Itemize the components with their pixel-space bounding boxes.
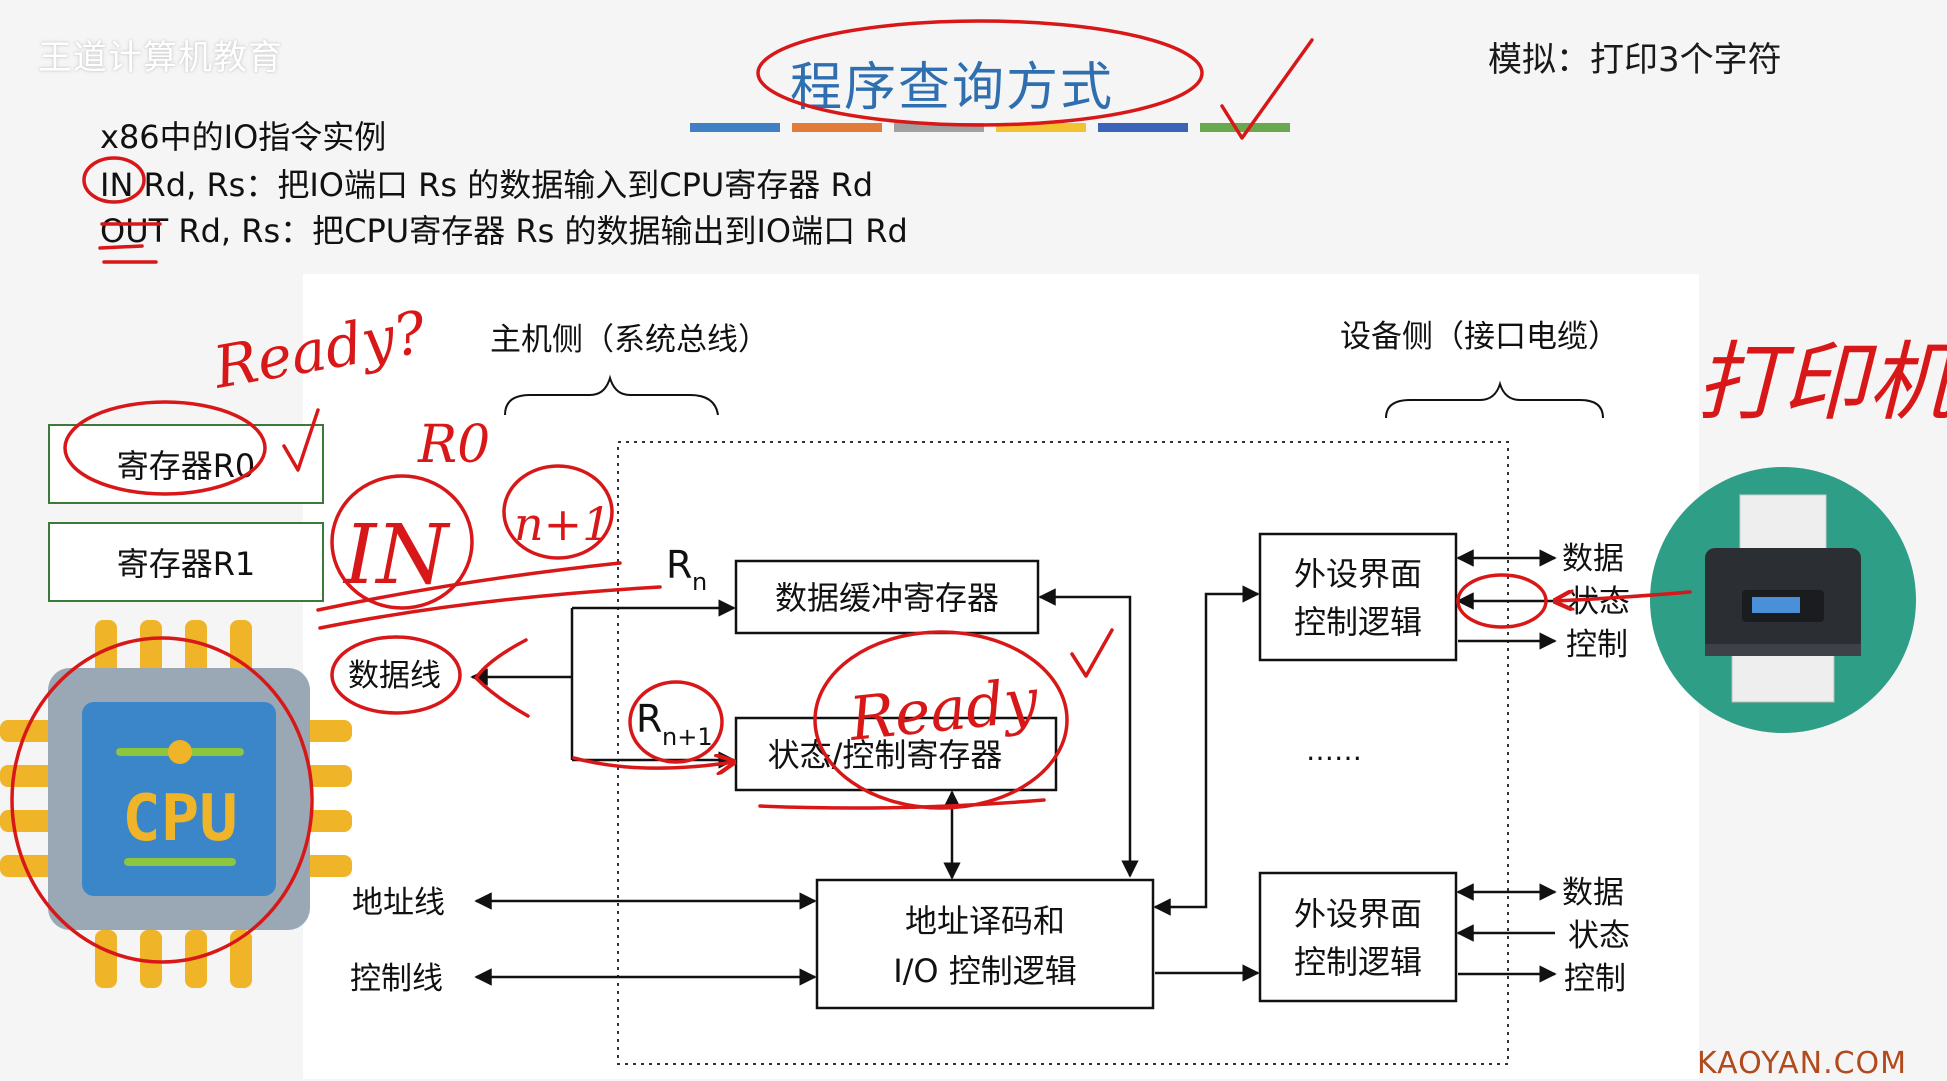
host-side-brace [504, 374, 719, 416]
address-decode-label-1: 地址译码和 [905, 902, 1065, 940]
control-bus-label: 控制线 [350, 961, 443, 997]
status-signal-circle [1456, 573, 1548, 629]
signal-control-1: 控制 [1566, 627, 1628, 663]
site-mark: KAOYAN.COM [1697, 1046, 1908, 1081]
device-wiring [1456, 549, 1557, 983]
ready-question-note: Ready? [208, 298, 432, 402]
more-devices-ellipsis: …… [1306, 734, 1362, 767]
address-decode-logic: 地址译码和 I/O 控制逻辑 [815, 878, 1155, 1010]
title-circle [756, 19, 1204, 127]
r0-note: R0 [417, 415, 490, 475]
data-bus-arrow [474, 638, 530, 718]
device-interface-1-label-2: 控制逻辑 [1294, 603, 1422, 641]
n1-note-circle [502, 464, 614, 560]
io-example-out: OUT Rd, Rs：把CPU寄存器 Rs 的数据输出到IO端口 Rd [100, 212, 908, 250]
register-r0: 寄存器R0 [48, 424, 324, 504]
n1-note: n+1 [514, 497, 611, 551]
io-example-heading: x86中的IO指令实例 [100, 118, 387, 156]
signal-data-1: 数据 [1562, 541, 1624, 577]
io-example-in: IN Rd, Rs：把IO端口 Rs 的数据输入到CPU寄存器 Rd [100, 166, 874, 204]
cpu-chip: CPU [0, 620, 352, 988]
status-underline [758, 798, 1046, 810]
cpu-label: CPU [122, 782, 238, 856]
signal-status-2: 状态 [1568, 918, 1630, 954]
device-interface-logic-1: 外设界面 控制逻辑 [1258, 532, 1458, 662]
svg-text:n+1: n+1 [662, 723, 713, 751]
register-r1: 寄存器R1 [48, 522, 324, 602]
out-underline [98, 222, 162, 264]
host-wiring [470, 585, 1260, 986]
cpu-circle [10, 636, 314, 964]
in-circle [82, 156, 146, 204]
status-control-register: 状态/控制寄存器 [734, 716, 1058, 792]
address-bus-label: 地址线 [352, 885, 445, 921]
status-control-register-label: 状态/控制寄存器 [768, 736, 1003, 774]
device-side-label: 设备侧（接口电缆） [1340, 319, 1619, 355]
device-interface-1-label-1: 外设界面 [1294, 555, 1422, 593]
device-interface-2-label-2: 控制逻辑 [1294, 943, 1422, 981]
data-buffer-register: 数据缓冲寄存器 [734, 559, 1040, 635]
watermark-text: 王道计算机教育 [38, 38, 283, 78]
printer-note: 打印机 [1696, 333, 1947, 433]
status-signal-arrow [1555, 592, 1692, 601]
rn1-to-status-arrow [572, 758, 734, 768]
svg-text:R: R [666, 543, 692, 587]
port-rn1-label: R n+1 [636, 697, 713, 751]
device-side-brace [1385, 380, 1604, 419]
signal-data-2: 数据 [1562, 875, 1624, 911]
device-interface-logic-2: 外设界面 控制逻辑 [1258, 871, 1458, 1003]
data-buffer-register-label: 数据缓冲寄存器 [775, 579, 999, 617]
signal-control-2: 控制 [1564, 961, 1626, 997]
rn1-circle [628, 680, 724, 764]
data-bus-circle [330, 635, 462, 715]
top-right-note: 模拟：打印3个字符 [1488, 40, 1782, 80]
status-check-mark [1070, 628, 1114, 678]
svg-text:R: R [636, 697, 662, 741]
r0-circle [63, 400, 267, 496]
r0-check-mark [282, 408, 320, 472]
host-side-label: 主机侧（系统总线） [490, 322, 769, 358]
svg-text:n: n [692, 568, 707, 596]
printer-icon [1650, 467, 1916, 733]
title-color-bar [690, 123, 1290, 132]
interface-boundary [617, 441, 1509, 1065]
device-interface-2-label-1: 外设界面 [1294, 895, 1422, 933]
address-decode-label-2: I/O 控制逻辑 [893, 952, 1077, 990]
handwritten-annotations: Ready? R0 IN n+1 Ready 打印机 [10, 19, 1947, 964]
signal-status-1: 状态 [1568, 584, 1630, 620]
port-rn-label: R n [666, 543, 707, 596]
title-check-mark [1220, 38, 1314, 140]
in-note-circle [330, 474, 474, 610]
data-bus-label: 数据线 [348, 658, 441, 694]
slide-title: 程序查询方式 [790, 58, 1115, 118]
in-underline-strokes [316, 561, 662, 630]
